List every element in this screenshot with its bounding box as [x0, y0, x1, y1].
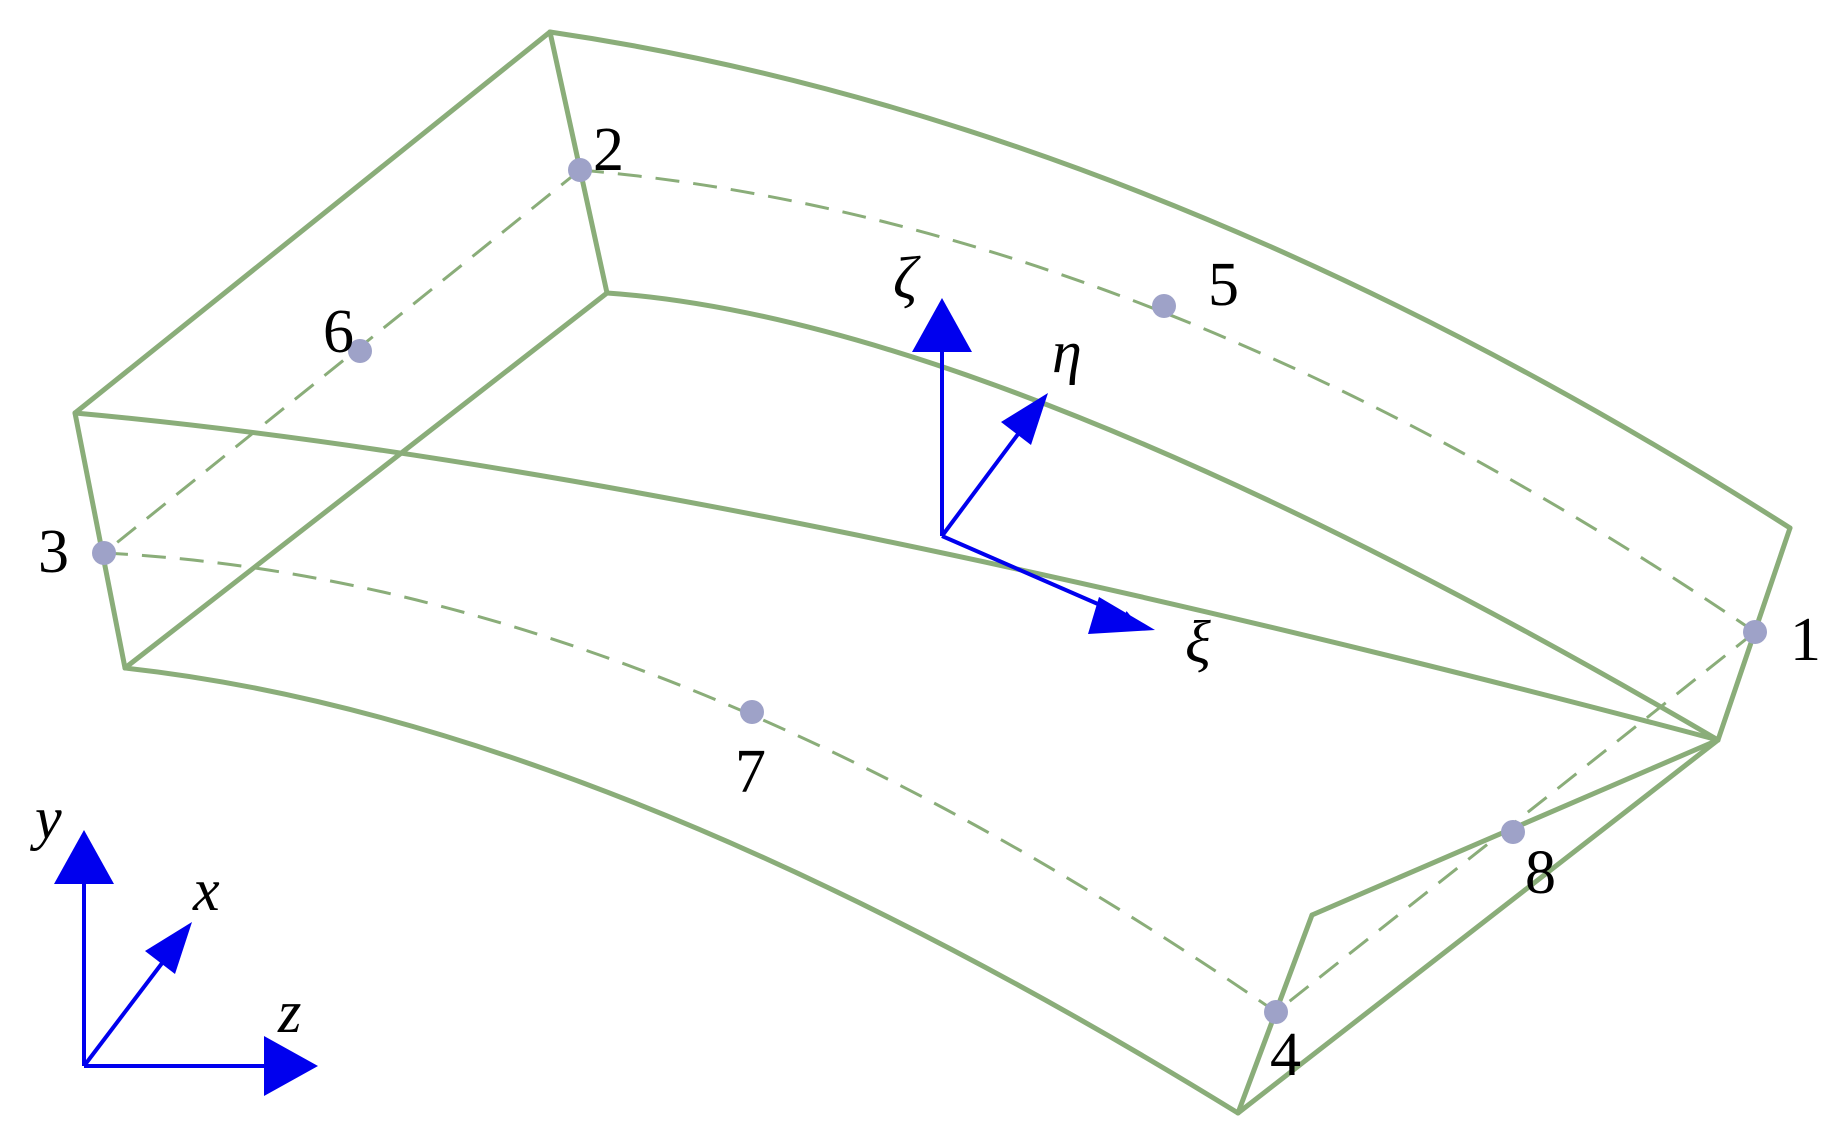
x-axis-arrow: [82, 948, 174, 1068]
node-label-1: 1: [1790, 606, 1821, 674]
zeta-arrowhead: [912, 298, 972, 352]
local-axes-arrowheads: [912, 298, 1155, 634]
z-label: z: [277, 979, 301, 1045]
node-6-point: [348, 339, 372, 363]
node-2-point: [568, 158, 592, 182]
node-8-point: [1501, 820, 1525, 844]
dashed-line-2-6-3: [103, 168, 581, 555]
dashed-arc-2-5-1: [579, 168, 1756, 634]
node-7-point: [740, 700, 764, 724]
node-label-3: 3: [38, 518, 69, 586]
xi-arrowhead: [1088, 597, 1155, 634]
y-arrowhead: [54, 830, 114, 884]
left-front-vertical: [72, 410, 128, 671]
node-4-point: [1264, 1000, 1288, 1024]
node-label-7: 7: [735, 738, 766, 806]
element-edges: [72, 29, 1793, 1116]
y-label: y: [29, 785, 62, 851]
x-arrowhead: [145, 922, 192, 974]
mid-surface-dashed-lines: [103, 168, 1756, 1014]
top-left-edge: [72, 29, 553, 416]
xi-label: ξ: [1185, 609, 1211, 675]
bottom-front-arc: [122, 665, 1241, 1116]
node-1-point: [1743, 620, 1767, 644]
global-axes-arrowheads: [54, 830, 318, 1096]
top-front-arc: [72, 410, 1721, 743]
node-label-4: 4: [1270, 1021, 1301, 1089]
node-5-point: [1152, 294, 1176, 318]
global-axes: [82, 868, 280, 1068]
z-arrowhead: [264, 1036, 318, 1096]
node-label-5: 5: [1208, 251, 1239, 319]
node-label-6: 6: [323, 298, 354, 366]
dashed-arc-3-7-4: [103, 551, 1277, 1014]
bottom-left-edge: [122, 290, 610, 671]
node-labels: 1 2 3 4 5 6 7 8: [38, 116, 1821, 1089]
zeta-label: ζ: [893, 245, 921, 311]
node-3-point: [92, 541, 116, 565]
eta-arrowhead: [1001, 393, 1048, 445]
eta-label: η: [1052, 319, 1082, 385]
x-label: x: [192, 857, 220, 923]
element-nodes: [92, 158, 1767, 1024]
node-label-2: 2: [593, 116, 624, 184]
node-label-8: 8: [1525, 839, 1556, 907]
top-back-arc: [547, 29, 1793, 531]
bottom-back-arc: [604, 290, 1721, 743]
eta-axis-arrow: [940, 414, 1033, 538]
bottom-right-edge: [1235, 737, 1721, 1116]
